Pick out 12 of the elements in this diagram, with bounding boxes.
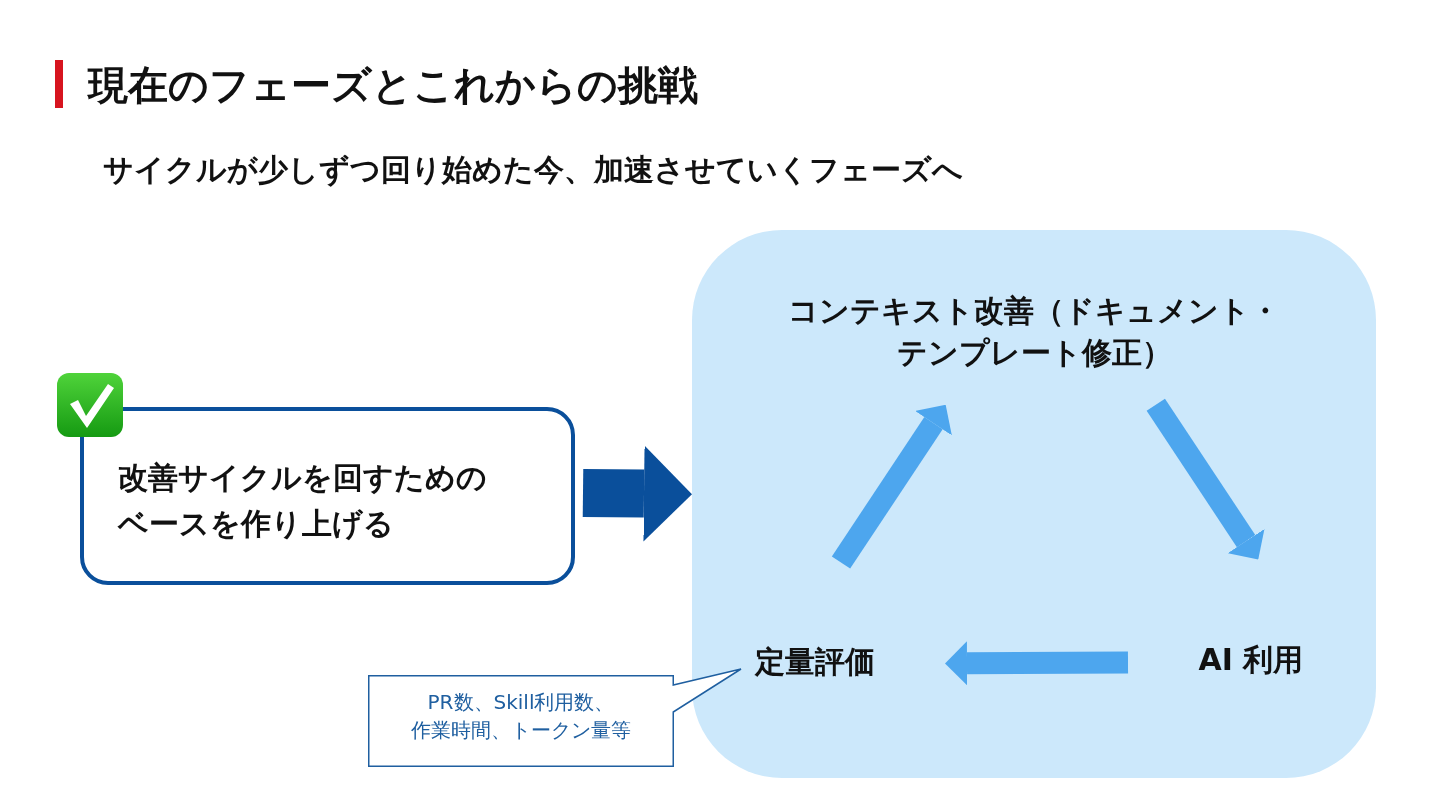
cycle-step-label: 定量評価	[742, 640, 888, 684]
slide-title: 現在のフェーズとこれからの挑戦	[88, 61, 698, 110]
cycle-step-label: コンテキスト改善（ドキュメント・テンプレート修正）	[754, 290, 1314, 374]
cycle-step-label: AI 利用	[1188, 638, 1314, 682]
subtitle: サイクルが少しずつ回り始めた今、加速させていくフェーズへ	[103, 151, 964, 189]
callout-box: PR数、Skill利用数、作業時間、トークン量等	[368, 668, 742, 767]
cycle-panel	[692, 230, 1376, 778]
arrow	[945, 641, 1129, 686]
arrow	[831, 404, 952, 569]
arrow	[1146, 398, 1265, 560]
arrow	[582, 445, 692, 542]
goal-box: 改善サイクルを回すためのベースを作り上げる	[80, 407, 575, 585]
